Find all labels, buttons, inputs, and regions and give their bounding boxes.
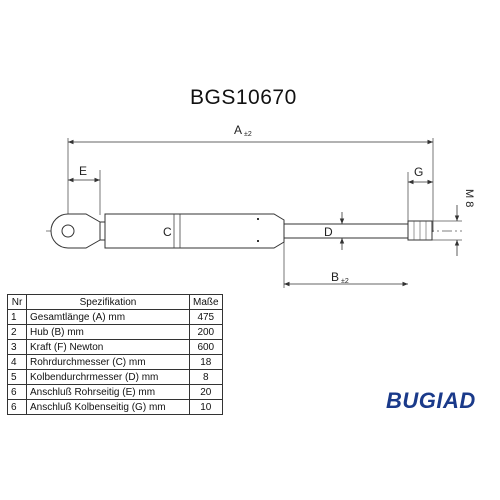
row-nr: 6 [7,384,27,400]
header-nr: Nr [7,294,27,310]
label-e: E [79,164,87,178]
row-value: 475 [189,309,223,325]
row-value: 10 [189,399,223,415]
label-g: G [414,165,423,179]
table-row: 6 Anschluß Kolbenseitig (G) mm 10 [7,399,223,415]
header-spezifikation: Spezifikation [26,294,190,310]
row-spec: Kraft (F) Newton [26,339,190,355]
specification-table: Nr Spezifikation Maße 1 Gesamtlänge (A) … [7,294,223,415]
header-masse: Maße [189,294,223,310]
label-b-tolerance: ±2 [341,278,349,285]
table-row: 5 Kolbendurchrmesser (D) mm 8 [7,369,223,385]
threaded-end [407,220,433,241]
label-a: A [234,123,242,137]
row-spec: Anschluß Kolbenseitig (G) mm [26,399,190,415]
table-row: 4 Rohrdurchmesser (C) mm 18 [7,354,223,370]
row-nr: 4 [7,354,27,370]
row-spec: Hub (B) mm [26,324,190,340]
part-number-title: BGS10670 [190,86,297,109]
gas-spring-drawing: A ±2 E G M 8 B ±2 [46,123,475,288]
cylinder-tube: C [99,213,285,249]
row-spec: Kolbendurchrmesser (D) mm [26,369,190,385]
label-c: C [163,225,172,239]
row-value: 600 [189,339,223,355]
row-nr: 2 [7,324,27,340]
row-nr: 6 [7,399,27,415]
row-value: 200 [189,324,223,340]
row-nr: 1 [7,309,27,325]
row-value: 20 [189,384,223,400]
table-row: 3 Kraft (F) Newton 600 [7,339,223,355]
row-spec: Gesamtlänge (A) mm [26,309,190,325]
eye-connector [50,213,101,249]
dimension-e: E [68,164,101,215]
row-spec: Rohrdurchmesser (C) mm [26,354,190,370]
label-d: D [324,225,333,239]
dimension-b: B ±2 [283,234,408,288]
bugiad-logo: BUGIAD [386,388,476,413]
table-row: 6 Anschluß Rohrseitig (E) mm 20 [7,384,223,400]
table-row: 2 Hub (B) mm 200 [7,324,223,340]
row-spec: Anschluß Rohrseitig (E) mm [26,384,190,400]
label-m8: M 8 [463,189,475,207]
table-row: 1 Gesamtlänge (A) mm 475 [7,309,223,325]
row-value: 8 [189,369,223,385]
row-nr: 5 [7,369,27,385]
row-nr: 3 [7,339,27,355]
dimension-g: G [407,165,433,222]
dimension-m8: M 8 [432,189,475,256]
table-header-row: Nr Spezifikation Maße [7,294,223,310]
label-a-tolerance: ±2 [244,131,252,138]
piston-rod: D [283,212,409,250]
row-value: 18 [189,354,223,370]
label-b: B [331,270,339,284]
